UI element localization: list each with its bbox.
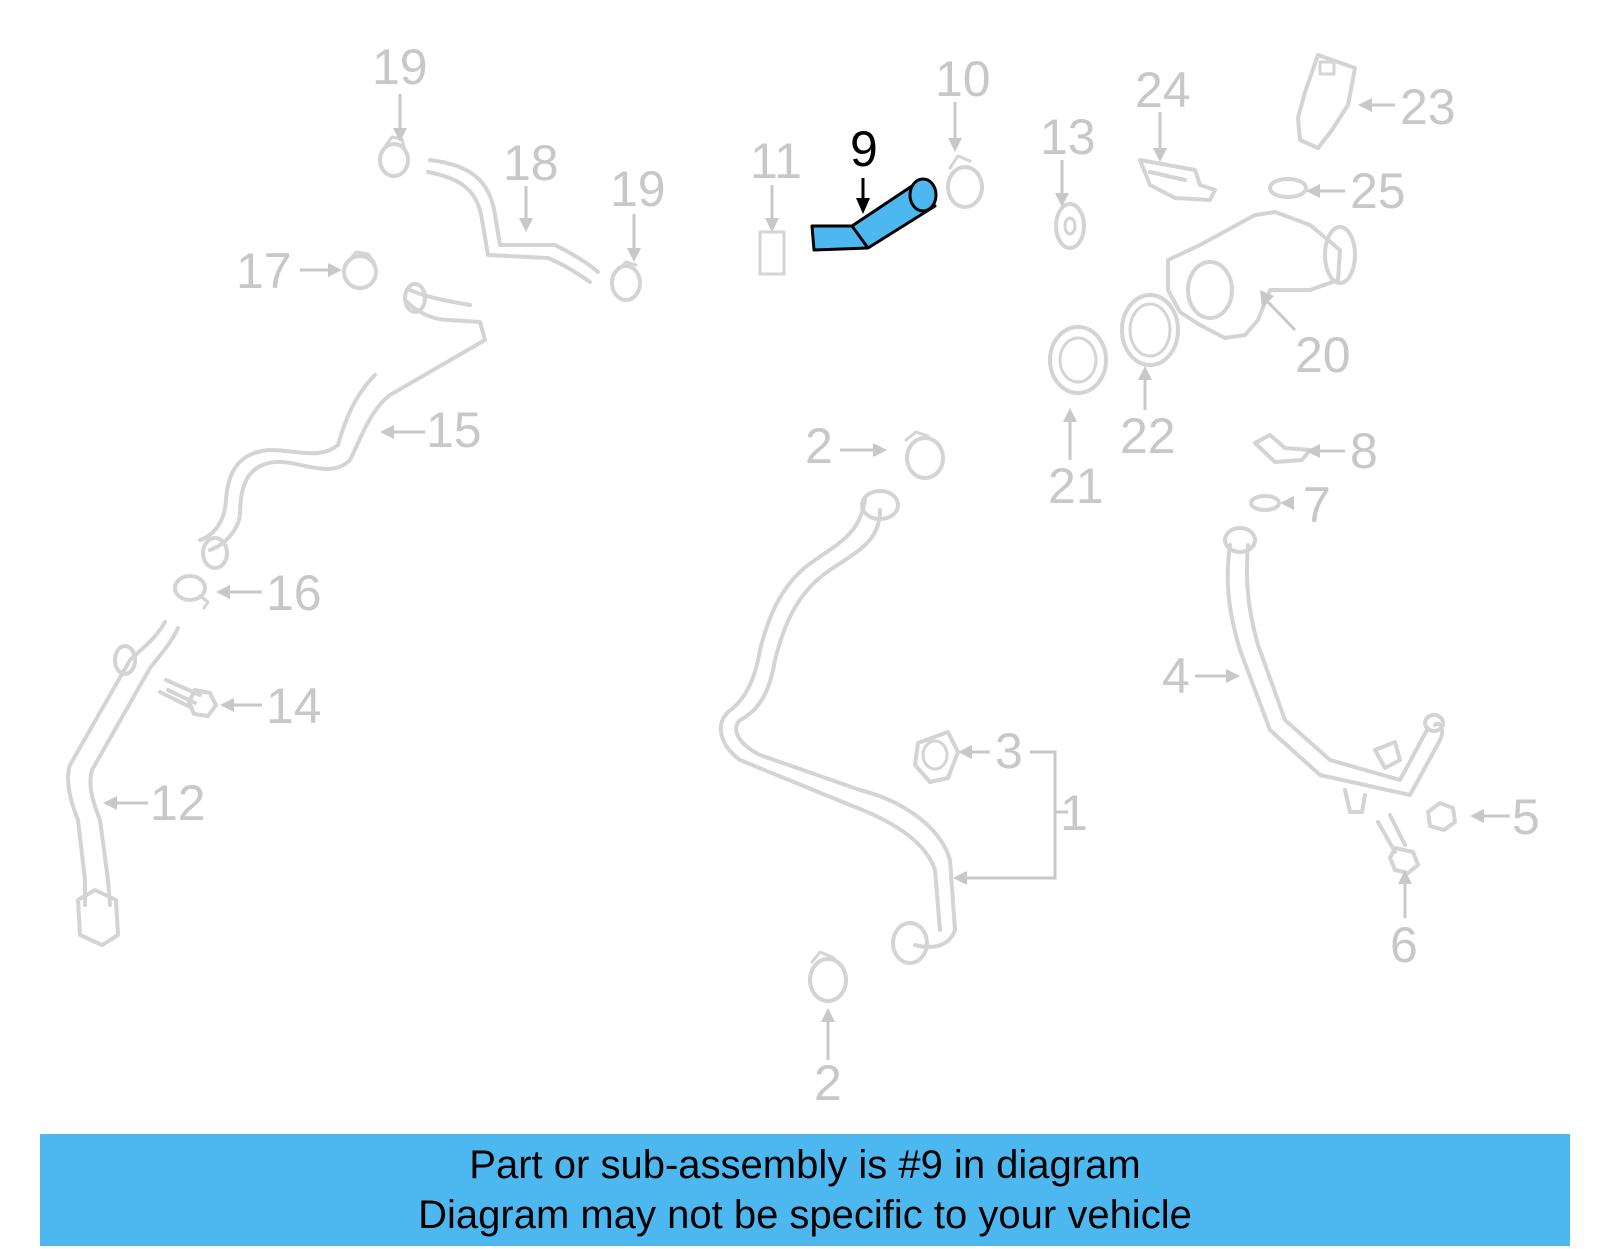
ring-22 (1120, 293, 1180, 367)
hose-15-end-top (403, 282, 427, 314)
callout-2-upper: 2 (805, 418, 833, 474)
hose-15 (198, 288, 487, 552)
clip-8 (1253, 433, 1312, 464)
callout-14: 14 (266, 678, 322, 734)
clamp-3 (913, 730, 960, 784)
callout-25: 25 (1350, 163, 1406, 219)
callout-18: 18 (503, 135, 559, 191)
clamp-19-left (378, 135, 410, 178)
callout-23: 23 (1400, 79, 1456, 135)
sensor-23 (1296, 53, 1357, 150)
callout-20: 20 (1295, 327, 1351, 383)
pipe-12-fitting (76, 888, 120, 947)
callout-5: 5 (1512, 789, 1540, 845)
callout-24: 24 (1135, 62, 1191, 118)
pipe-12-bracket (113, 644, 137, 676)
callout-13: 13 (1040, 109, 1096, 165)
hose-1 (718, 498, 957, 949)
clamp-17 (342, 250, 378, 290)
hose-15-end-bottom (201, 536, 229, 570)
banner-line-2: Diagram may not be specific to your vehi… (418, 1193, 1192, 1237)
callout-21: 21 (1048, 458, 1104, 514)
bolt-6 (1376, 813, 1420, 875)
hose-1-end-top (860, 489, 900, 521)
callout-8: 8 (1350, 423, 1378, 479)
washer-13 (1054, 202, 1086, 250)
callout-17: 17 (236, 243, 292, 299)
nut-5 (1426, 801, 1457, 832)
clamp-16 (173, 574, 210, 610)
banner-line-1: Part or sub-assembly is #9 in diagram (469, 1143, 1141, 1187)
hose-18 (426, 158, 600, 284)
bolt-14 (158, 678, 218, 718)
hose-9-highlighted (810, 177, 938, 252)
housing-20 (1166, 210, 1357, 340)
pipe-4 (1225, 543, 1445, 797)
pipe-4-bracket (1373, 740, 1402, 770)
callout-3: 3 (995, 723, 1023, 779)
callout-9-highlighted: 9 (850, 121, 878, 177)
pipe-4-tab (1343, 788, 1367, 814)
clamp-10 (946, 154, 984, 209)
clamp-19-right (610, 260, 642, 302)
callout-11: 11 (750, 133, 802, 189)
pipe-4-end-right (1423, 713, 1445, 733)
callout-15: 15 (426, 402, 482, 458)
callout-19-right: 19 (610, 161, 666, 217)
pipe-4-end-top (1223, 526, 1257, 554)
callout-7: 7 (1303, 477, 1331, 533)
callout-10: 10 (935, 51, 991, 107)
oring-25 (1268, 177, 1308, 199)
callout-19-left: 19 (372, 39, 428, 95)
hose-1-end-bottom (891, 921, 929, 965)
callout-22: 22 (1120, 408, 1176, 464)
callout-12: 12 (150, 775, 206, 831)
pipe-12 (66, 620, 180, 907)
callout-1: 1 (1060, 785, 1088, 841)
clamp-2-upper (904, 430, 945, 480)
callout-2-lower: 2 (814, 1055, 842, 1111)
clamp-2-lower (808, 950, 848, 1003)
callout-4: 4 (1162, 648, 1190, 704)
callout-16: 16 (266, 565, 322, 621)
info-banner: Part or sub-assembly is #9 in diagram Di… (40, 1134, 1570, 1246)
callout-6: 6 (1390, 917, 1418, 973)
part-11 (758, 230, 786, 276)
bracket-24 (1138, 158, 1217, 202)
gasket-21 (1048, 325, 1108, 395)
washer-7 (1249, 494, 1281, 512)
